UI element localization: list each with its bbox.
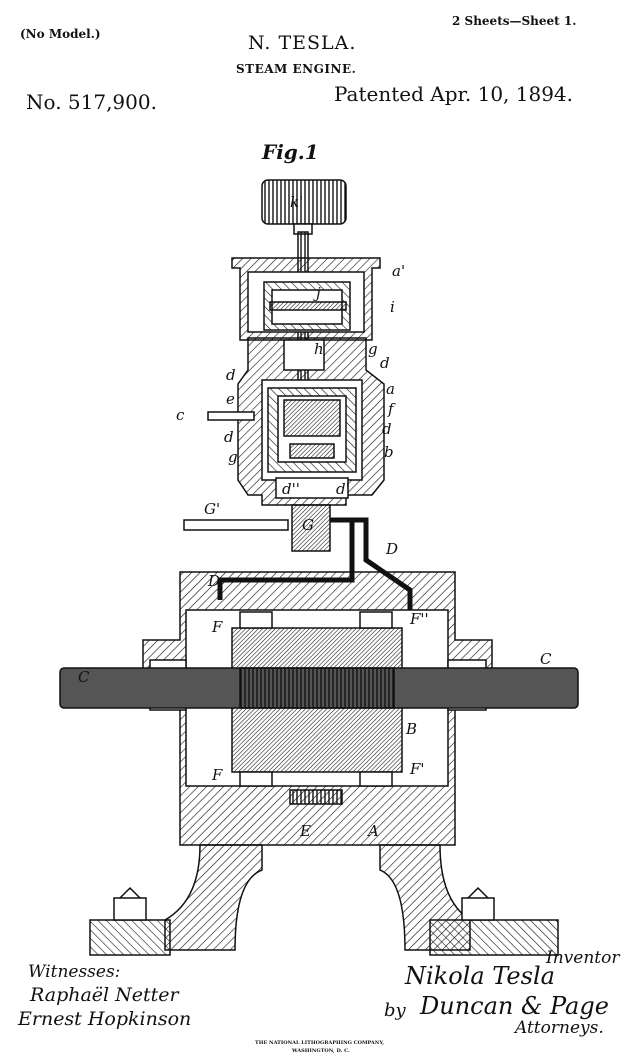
knob-k1 <box>261 179 347 225</box>
label-F-bottom: F <box>211 766 223 784</box>
label-e: e <box>226 390 235 408</box>
label-A: A <box>366 822 379 840</box>
witness-signature-2: Ernest Hopkinson <box>18 1008 192 1030</box>
valve-piston-f <box>283 399 341 437</box>
printer-location: WASHINGTON, D. C. <box>292 1048 350 1054</box>
figure-label: Fig.1 <box>262 140 319 164</box>
label-E: E <box>299 822 311 840</box>
label-d1: d' <box>336 480 350 498</box>
pipe-c <box>207 411 255 421</box>
inventor-name: N. TESLA. <box>248 32 357 54</box>
label-D-left: D <box>207 572 220 590</box>
label-G: G <box>302 516 314 534</box>
label-a1: a' <box>392 262 405 280</box>
port-E <box>289 789 343 805</box>
part-labels: k' a' i j h g d d a e f c d d b g d'' d'… <box>78 193 552 840</box>
label-i: i <box>390 298 395 316</box>
label-F1: F' <box>409 760 425 778</box>
label-d2: d'' <box>282 480 300 498</box>
label-d-top-right: d <box>380 354 390 372</box>
label-f: f <box>387 400 396 418</box>
base-foot-left <box>89 919 171 956</box>
printer-credit: THE NATIONAL LITHOGRAPHING COMPANY, <box>255 1040 385 1046</box>
attorneys-signature: Duncan & Page <box>420 992 609 1020</box>
label-C-left: C <box>78 668 90 686</box>
patent-date: Patented Apr. 10, 1894. <box>334 82 574 106</box>
label-j: j <box>313 284 321 302</box>
sheet-number: 2 Sheets—Sheet 1. <box>452 14 577 28</box>
label-h: h <box>314 340 324 358</box>
label-c: c <box>176 406 185 424</box>
label-g-top: g <box>368 340 378 358</box>
label-b: b <box>384 443 394 461</box>
inventor-signature: Nikola Tesla <box>405 962 555 990</box>
disk-j <box>269 301 347 311</box>
attorneys-label: Attorneys. <box>515 1018 604 1038</box>
inventor-label: Inventor <box>546 948 620 968</box>
label-F2: F'' <box>409 610 429 628</box>
label-C-right: C <box>540 650 552 668</box>
witnesses-label: Witnesses: <box>28 962 121 982</box>
valve-G <box>291 504 331 552</box>
label-d-mid-right: d <box>382 420 392 438</box>
no-model-note: (No Model.) <box>20 27 101 41</box>
by-label: by <box>384 1000 406 1021</box>
label-G1: G' <box>204 500 220 518</box>
label-F-top: F <box>211 618 223 636</box>
patent-title: STEAM ENGINE. <box>236 62 357 76</box>
label-B: B <box>405 720 417 738</box>
nut-left <box>113 897 147 921</box>
label-k1: k' <box>290 193 303 211</box>
leg-left <box>164 844 263 951</box>
base-foot-right <box>429 919 559 956</box>
label-D-right: D <box>385 540 398 558</box>
label-d-mid-left: d <box>224 428 234 446</box>
witness-signature-1: Raphaël Netter <box>30 984 179 1006</box>
nut-right <box>461 897 495 921</box>
patent-number: No. 517,900. <box>26 90 157 114</box>
label-g-bottom: g <box>228 448 238 466</box>
label-a: a <box>386 380 395 398</box>
pipe-G1 <box>183 519 289 531</box>
label-d-top-left: d <box>226 366 236 384</box>
